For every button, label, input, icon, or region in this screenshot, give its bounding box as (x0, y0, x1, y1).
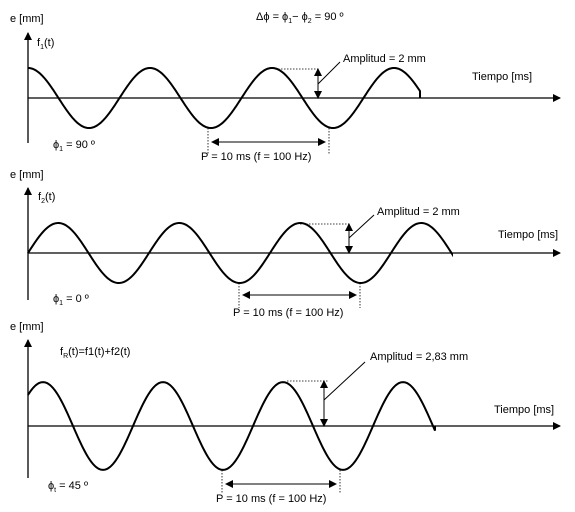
phase-label: ϕ1 = 90 º (53, 139, 95, 153)
function-label: f2(t) (38, 191, 55, 205)
y-axis-label: e [mm] (10, 169, 44, 181)
function-label: fR(t)=f1(t)+f2(t) (60, 346, 130, 360)
function-label: f1(t) (37, 37, 54, 51)
phase-label: ϕt = 45 º (48, 480, 88, 494)
x-axis-label: Tiempo [ms] (494, 404, 554, 416)
panel-f2: e [mm] f2(t) Amplitud = 2 mm Tiempo [ms]… (10, 169, 561, 319)
wave-f2 (27, 221, 453, 285)
x-axis-label: Tiempo [ms] (472, 71, 532, 83)
amplitude-leader (317, 61, 341, 85)
period-label: P = 10 ms (f = 100 Hz) (201, 151, 311, 163)
amplitude-label: Amplitud = 2,83 mm (370, 351, 468, 363)
period-label: P = 10 ms (f = 100 Hz) (233, 307, 343, 319)
panel-fr: e [mm] fR(t)=f1(t)+f2(t) Amplitud = 2,83… (10, 321, 561, 505)
x-axis-label: Tiempo [ms] (498, 229, 558, 241)
amplitude-label: Amplitud = 2 mm (377, 206, 460, 218)
wave-resultant (27, 381, 436, 471)
phase-difference-header: Δϕ = ϕ1− ϕ2 = 90 º (256, 11, 344, 25)
phase-label: ϕ1 = 0 º (53, 293, 89, 307)
y-axis-label: e [mm] (10, 13, 44, 25)
wave-f1 (27, 66, 421, 130)
svg-text:Δϕ = ϕ1− ϕ2 = 90 º: Δϕ = ϕ1− ϕ2 = 90 º (256, 11, 344, 25)
amplitude-label: Amplitud = 2 mm (343, 53, 426, 65)
period-label: P = 10 ms (f = 100 Hz) (216, 493, 326, 505)
amplitude-leader (348, 214, 375, 239)
y-axis-label: e [mm] (10, 321, 44, 333)
amplitude-leader (323, 361, 366, 401)
panel-f1: e [mm] f1(t) Amplitud = 2 mm Tiempo [ms]… (10, 13, 561, 163)
